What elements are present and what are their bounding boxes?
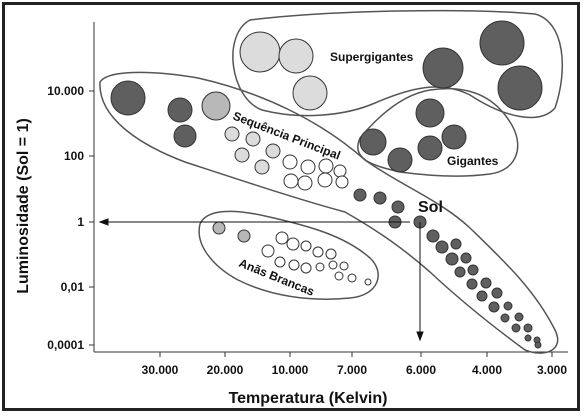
x-tick-label: 4.000 [472,363,502,377]
sun-label: Sol [418,199,443,216]
supergiants-label: Supergigantes [330,50,414,64]
y-tick-marks [89,90,94,346]
x-tick-label: 6.000 [406,363,436,377]
x-tick-label: 30.000 [142,363,179,377]
x-tick-label: 7.000 [337,363,367,377]
sun-reference-arrows [98,218,424,342]
x-tick-marks [159,352,553,357]
main-sequence-region [99,71,559,354]
giants-label: Gigantes [447,154,499,168]
y-axis-title: Luminosidade (Sol = 1) [15,118,32,294]
supergiant-stars [239,20,543,111]
white-dwarfs-region [198,210,379,300]
y-tick-label: 0,01 [61,280,85,294]
x-tick-label: 10.000 [272,363,309,377]
x-tick-label: 20.000 [207,363,244,377]
y-tick-label: 10.000 [47,84,84,98]
x-tick-label: 3.000 [537,363,567,377]
y-tick-label: 1 [77,215,84,229]
y-tick-label: 0,0001 [47,338,84,352]
main-sequence-stars [110,80,542,349]
x-axis-title: Temperatura (Kelvin) [229,390,388,407]
supergiants-region [232,9,564,119]
giant-stars [359,98,467,173]
y-tick-label: 100 [64,149,84,163]
white-dwarf-stars [212,221,372,286]
